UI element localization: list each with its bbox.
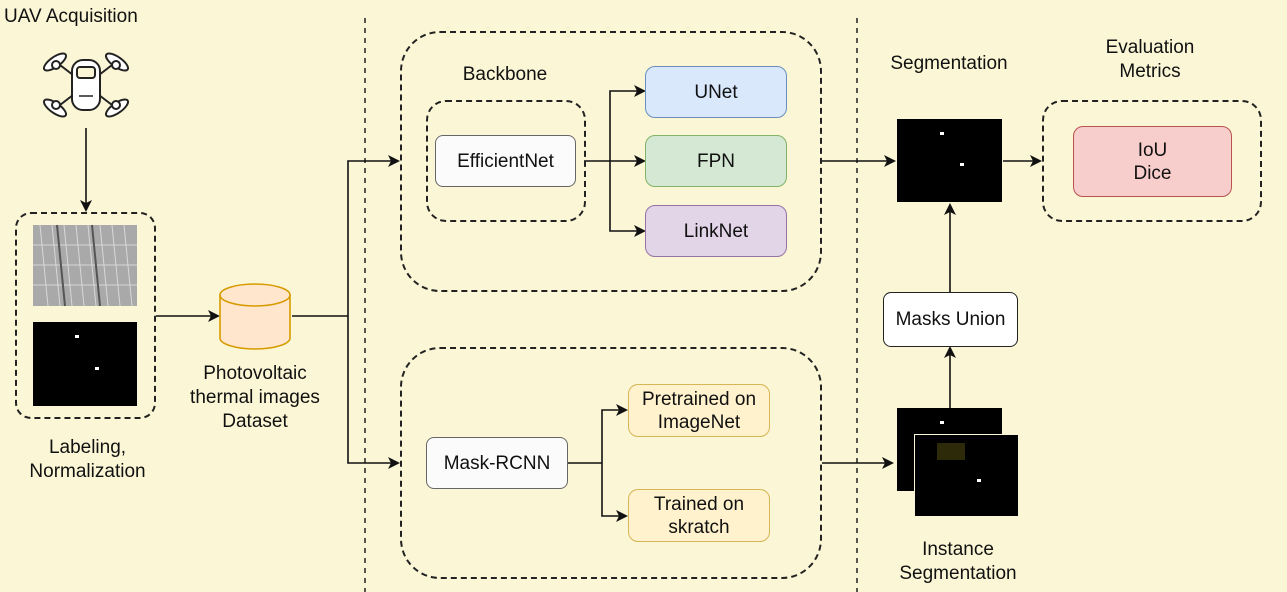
fpn-node: FPN <box>645 135 787 187</box>
segmentation-mask-image <box>897 119 1002 202</box>
mask-rcnn-node: Mask-RCNN <box>426 437 568 489</box>
edge-dataset-to-instance <box>347 316 400 469</box>
backbone-label: Backbone <box>462 64 548 85</box>
scratch-node: Trained on skratch <box>628 489 770 542</box>
edge-to-unet <box>609 85 646 161</box>
instance-branch-group <box>400 347 822 579</box>
edge-to-pretrained <box>601 404 628 463</box>
pretrained-node: Pretrained on ImageNet <box>628 384 770 437</box>
evaluation-group <box>1042 100 1262 222</box>
labeling-group <box>15 212 156 419</box>
unet-node: UNet <box>645 66 787 118</box>
evaluation-title: Evaluation Metrics <box>1105 37 1195 82</box>
semantic-branch-group <box>400 31 822 292</box>
linknet-node: LinkNet <box>645 205 787 257</box>
edge-dataset-to-semantic <box>347 155 400 316</box>
binary-mask-image <box>33 322 137 406</box>
instance-mask-front-image <box>914 434 1019 517</box>
thermal-panel-image <box>33 224 137 307</box>
efficientnet-node: EfficientNet <box>435 135 576 187</box>
instance-segmentation-caption: Instance Segmentation <box>899 539 1017 584</box>
uav-acquisition-title: UAV Acquisition <box>4 6 138 27</box>
masks-union-node: Masks Union <box>883 292 1018 347</box>
backbone-group <box>426 100 586 222</box>
metrics-node: IoU Dice <box>1073 126 1232 197</box>
labeling-caption: Labeling, Normalization <box>29 437 146 482</box>
database-icon <box>219 283 291 350</box>
edge-to-linknet <box>609 161 646 237</box>
segmentation-title: Segmentation <box>890 53 1008 74</box>
drone-icon <box>42 52 130 118</box>
dataset-caption: Photovoltaic thermal images Dataset <box>190 363 320 432</box>
edge-to-scratch <box>601 463 628 522</box>
